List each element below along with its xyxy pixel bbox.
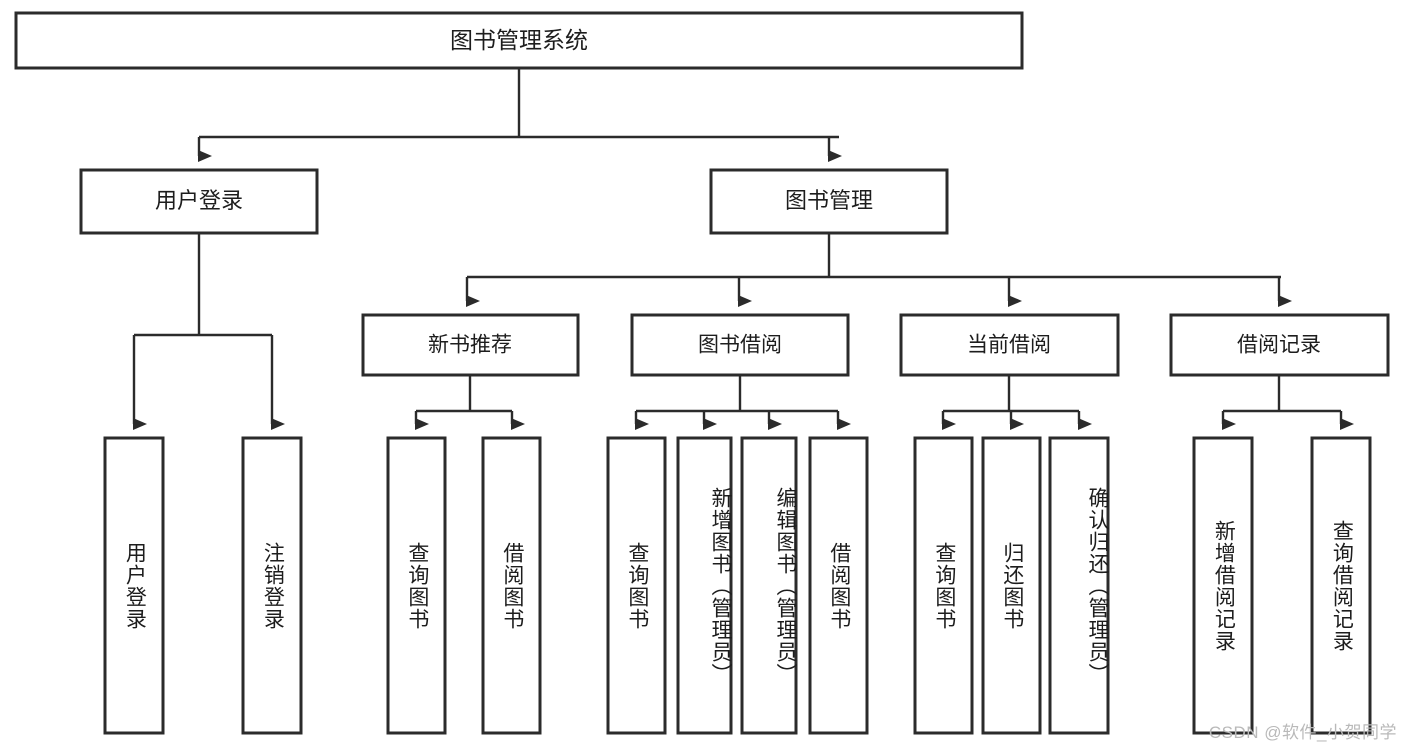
leaf-box-borrow-book-1[interactable] — [481, 436, 542, 735]
connector-group — [132, 68, 1354, 430]
leaf-box-add-book-admin[interactable] — [676, 436, 733, 735]
leaf-box-user-login[interactable] — [103, 436, 165, 735]
node-book-manage-label: 图书管理 — [785, 188, 873, 213]
node-current-borrow[interactable]: 当前借阅 — [899, 313, 1120, 377]
node-root-system[interactable]: 图书管理系统 — [14, 11, 1024, 70]
node-root-system-box[interactable] — [14, 11, 1024, 70]
node-borrow-record-label: 借阅记录 — [1237, 334, 1321, 357]
node-book-manage-box[interactable] — [709, 168, 949, 235]
leaf-box-confirm-return-admin[interactable] — [1048, 436, 1110, 735]
leaf-box-edit-book-admin[interactable] — [740, 436, 798, 735]
node-current-borrow-box[interactable] — [899, 313, 1120, 377]
leaf-box-logout-login[interactable] — [241, 436, 303, 735]
leaf-box-query-book-3[interactable] — [913, 436, 974, 735]
node-book-manage[interactable]: 图书管理 — [709, 168, 949, 235]
leaf-box-group — [103, 436, 1372, 735]
node-root-system-label: 图书管理系统 — [450, 27, 588, 53]
leaf-box-borrow-book-2[interactable] — [808, 436, 869, 735]
node-book-borrow-label: 图书借阅 — [698, 334, 782, 357]
leaf-box-query-borrow-record[interactable] — [1310, 436, 1372, 735]
node-borrow-record-box[interactable] — [1169, 313, 1390, 377]
leaf-box-query-book-1[interactable] — [386, 436, 447, 735]
leaf-box-add-borrow-record[interactable] — [1192, 436, 1254, 735]
node-borrow-record[interactable]: 借阅记录 — [1169, 313, 1390, 377]
node-user-login-box[interactable] — [79, 168, 319, 235]
node-user-login[interactable]: 用户登录 — [79, 168, 319, 235]
node-current-borrow-label: 当前借阅 — [967, 334, 1051, 357]
leaf-box-query-book-2[interactable] — [606, 436, 667, 735]
node-new-book-recommend-box[interactable] — [361, 313, 580, 377]
leaf-box-return-book[interactable] — [981, 436, 1042, 735]
node-new-book-recommend-label: 新书推荐 — [428, 334, 512, 357]
node-book-borrow[interactable]: 图书借阅 — [630, 313, 850, 377]
node-user-login-label: 用户登录 — [155, 188, 243, 213]
node-book-borrow-box[interactable] — [630, 313, 850, 377]
watermark-text: CSDN @软件_小贺同学 — [1208, 723, 1397, 742]
node-new-book-recommend[interactable]: 新书推荐 — [361, 313, 580, 377]
